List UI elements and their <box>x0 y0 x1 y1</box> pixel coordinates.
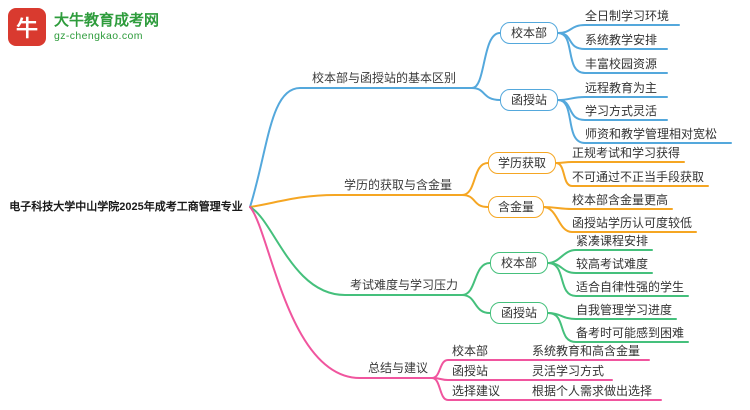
leaf-node: 学习方式灵活 <box>585 104 658 118</box>
leaf-node: 系统教学安排 <box>585 33 658 47</box>
leaf-node: 紧凑课程安排 <box>576 234 649 248</box>
site-logo: 牛 大牛教育成考网 gz-chengkao.com <box>8 8 159 46</box>
child-node: 函授站 <box>452 364 489 378</box>
branch-1-connectors <box>249 24 732 208</box>
branch-label: 学历的获取与含金量 <box>344 178 453 192</box>
bull-logo-icon: 牛 <box>8 8 46 46</box>
leaf-node: 灵活学习方式 <box>532 364 605 378</box>
leaf-node: 正规考试和学习获得 <box>572 146 681 160</box>
leaf-node: 根据个人需求做出选择 <box>532 384 653 398</box>
leaf-node: 校本部含金量更高 <box>572 193 669 207</box>
child-node: 选择建议 <box>452 384 501 398</box>
branch-4-connectors <box>249 206 662 401</box>
leaf-node: 不可通过不正当手段获取 <box>572 170 705 184</box>
branch-2-connectors <box>249 161 709 233</box>
child-node: 学历获取 <box>488 152 556 174</box>
leaf-node: 全日制学习环境 <box>585 9 670 23</box>
leaf-node: 较高考试难度 <box>576 257 649 271</box>
leaf-node: 丰富校园资源 <box>585 57 658 71</box>
child-node: 校本部 <box>500 22 558 44</box>
child-node: 函授站 <box>490 302 548 324</box>
child-node: 含金量 <box>488 196 544 218</box>
branch-label: 总结与建议 <box>368 361 429 375</box>
leaf-node: 备考时可能感到困难 <box>576 326 685 340</box>
leaf-node: 远程教育为主 <box>585 81 658 95</box>
branch-label: 校本部与函授站的基本区别 <box>312 71 457 85</box>
site-url: gz-chengkao.com <box>54 30 143 42</box>
leaf-node: 函授站学历认可度较低 <box>572 216 693 230</box>
root-node: 电子科技大学中山学院2025年成考工商管理专业 <box>9 201 243 213</box>
leaf-node: 系统教育和高含金量 <box>532 344 641 358</box>
leaf-node: 自我管理学习进度 <box>576 303 673 317</box>
child-node: 校本部 <box>452 344 489 358</box>
child-node: 函授站 <box>500 89 558 111</box>
leaf-node: 适合自律性强的学生 <box>576 280 685 294</box>
site-name: 大牛教育成考网 <box>54 12 160 29</box>
branch-3-connectors <box>249 206 689 343</box>
child-node: 校本部 <box>490 252 548 274</box>
leaf-node: 师资和教学管理相对宽松 <box>585 127 718 141</box>
branch-label: 考试难度与学习压力 <box>350 278 459 292</box>
